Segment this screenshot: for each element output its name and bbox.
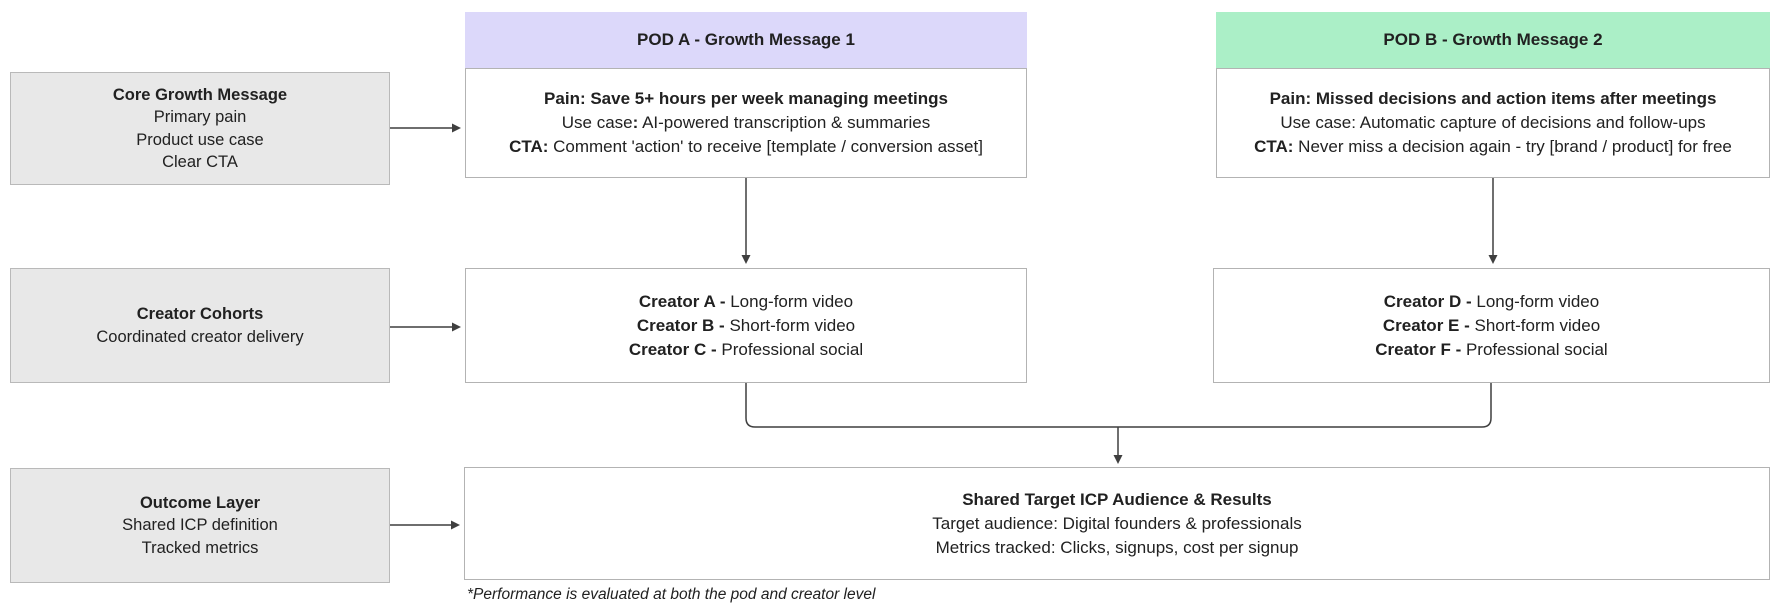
creator-line: Creator C - Professional social [628,339,864,359]
shared-box-line: Metrics tracked: Clicks, signups, cost p… [935,537,1299,557]
pod-b-header-label: POD B - Growth Message 2 [1383,30,1603,49]
pod-b-creators-box: Creator D - Long-form video Creator E - … [1213,268,1770,383]
box-line: Product use case [136,130,264,149]
creator-line: Creator E - Short-form video [1382,315,1601,335]
creator-cohorts-box: Creator Cohorts Coordinated creator deli… [10,268,390,383]
creator-line: Creator F - Professional social [1375,339,1608,359]
pod-a-header-label: POD A - Growth Message 1 [637,30,855,49]
pod-a-pain-line: Pain: Save 5+ hours per week managing me… [544,89,948,108]
shared-icp-results-box: Shared Target ICP Audience & Results Tar… [464,467,1770,580]
performance-footnote: *Performance is evaluated at both the po… [467,586,876,603]
pod-b-pain-line: Pain: Missed decisions and action items … [1269,89,1717,108]
box-line: Shared ICP definition [122,516,278,535]
merge-connector [745,383,1492,428]
creator-line: Creator A - Long-form video [638,291,854,311]
box-line: Clear CTA [162,153,238,171]
pod-b-header: POD B - Growth Message 2 [1216,12,1770,68]
box-title: Creator Cohorts [136,305,264,323]
box-line: Coordinated creator delivery [96,327,304,346]
pod-a-message-box: Pain: Save 5+ hours per week managing me… [465,68,1027,178]
box-title: Outcome Layer [139,493,261,512]
pod-a-header: POD A - Growth Message 1 [465,12,1027,68]
shared-box-line: Target audience: Digital founders & prof… [932,513,1302,533]
box-title: Core Growth Message [112,85,288,104]
pod-b-use-case-line: Use case: Automatic capture of decisions… [1280,113,1706,132]
pod-a-creators-box: Creator A - Long-form video Creator B - … [465,268,1027,383]
shared-box-title: Shared Target ICP Audience & Results [962,489,1272,509]
box-line: Tracked metrics [141,538,259,557]
pod-a-cta-line: CTA: Comment 'action' to receive [templa… [509,137,983,156]
pod-a-use-case-line: Use case: AI-powered transcription & sum… [561,113,931,132]
outcome-layer-box: Outcome Layer Shared ICP definition Trac… [10,468,390,583]
box-line: Primary pain [153,108,247,126]
pod-b-message-box: Pain: Missed decisions and action items … [1216,68,1770,178]
creator-line: Creator D - Long-form video [1383,291,1600,311]
core-growth-message-box: Core Growth Message Primary pain Product… [10,72,390,185]
creator-line: Creator B - Short-form video [636,315,856,335]
pod-b-cta-line: CTA: Never miss a decision again - try [… [1254,137,1732,156]
